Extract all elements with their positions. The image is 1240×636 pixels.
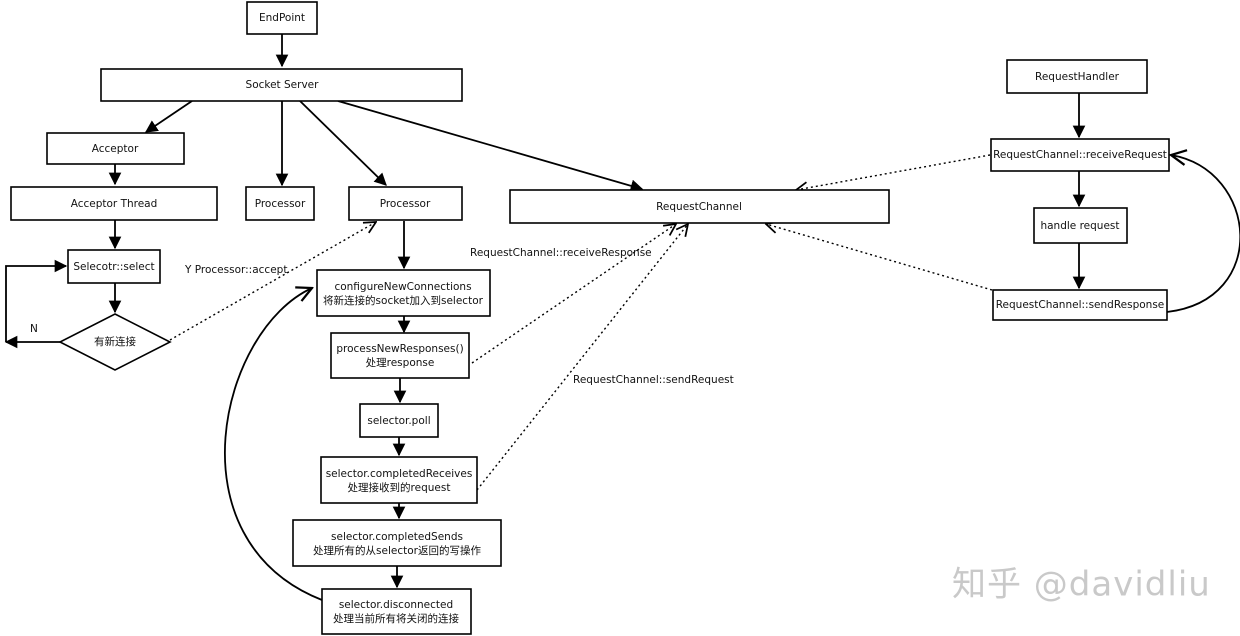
- solid-edges: [4, 34, 1240, 601]
- disconnected-line-1: selector.disconnected: [339, 599, 453, 611]
- handle-request-label: handle request: [1040, 220, 1119, 232]
- edge-responses-requestchannel: [471, 224, 676, 364]
- configure-line-2: 将新连接的socket加入到selector: [323, 294, 484, 307]
- node-request-channel: RequestChannel: [509, 189, 890, 224]
- node-endpoint: EndPoint: [246, 1, 318, 35]
- label-receive-response: RequestChannel::receiveResponse: [470, 247, 652, 259]
- watermark: 知乎 @davidliu: [952, 565, 1211, 605]
- socket-server-label: Socket Server: [246, 79, 320, 91]
- node-rc-receive-request: RequestChannel::receiveRequest: [990, 138, 1170, 172]
- edge-no-loop-back: [5, 259, 68, 342]
- node-decision-new-conn: 有新连接: [58, 313, 172, 371]
- edge-receives-requestchannel: [476, 224, 688, 491]
- node-processor-a: Processor: [245, 186, 315, 221]
- completed-sends-line-1: selector.completedSends: [331, 531, 463, 543]
- edge-disconnected-loop-back: [224, 288, 323, 601]
- edge-receive-to-requestchannel: [796, 154, 991, 190]
- completed-sends-line-2: 处理所有的从selector返回的写操作: [313, 544, 481, 557]
- dotted-edges: [169, 154, 993, 491]
- node-processor-b: Processor: [348, 186, 463, 221]
- node-rc-send-response: RequestChannel::sendResponse: [992, 289, 1168, 321]
- request-channel-label: RequestChannel: [656, 201, 742, 213]
- process-responses-line-2: 处理response: [366, 357, 435, 369]
- request-handler-label: RequestHandler: [1035, 71, 1120, 83]
- node-acceptor: Acceptor: [46, 132, 185, 165]
- node-selector-select: Selecotr::select: [67, 249, 161, 284]
- node-socket-server: Socket Server: [100, 68, 463, 102]
- acceptor-label: Acceptor: [92, 143, 139, 155]
- node-configure: configureNewConnections 将新连接的socket加入到se…: [316, 269, 491, 317]
- selector-poll-label: selector.poll: [367, 415, 430, 427]
- disconnected-line-2: 处理当前所有将关闭的连接: [333, 612, 459, 625]
- edge-socketserver-processor-b: [299, 100, 387, 186]
- node-completed-receives: selector.completedReceives 处理接收到的request: [320, 456, 478, 504]
- label-send-request: RequestChannel::sendRequest: [573, 374, 734, 386]
- node-process-responses: processNewResponses() 处理response: [330, 332, 470, 379]
- edge-socketserver-requestchannel: [337, 100, 644, 192]
- acceptor-thread-label: Acceptor Thread: [71, 198, 158, 210]
- rc-receive-request-label: RequestChannel::receiveRequest: [993, 149, 1167, 161]
- label-yes-accept: Y Processor::accept: [184, 264, 287, 276]
- label-no: N: [30, 323, 38, 335]
- decision-new-conn-label: 有新连接: [94, 335, 136, 348]
- edge-send-to-requestchannel: [766, 224, 993, 291]
- edge-socketserver-acceptor: [144, 100, 193, 133]
- process-responses-line-1: processNewResponses(): [336, 343, 463, 355]
- completed-receives-line-2: 处理接收到的request: [348, 481, 451, 494]
- node-handle-request: handle request: [1033, 207, 1128, 244]
- rc-send-response-label: RequestChannel::sendResponse: [996, 299, 1165, 311]
- completed-receives-line-1: selector.completedReceives: [326, 468, 473, 480]
- configure-line-1: configureNewConnections: [334, 281, 471, 293]
- node-completed-sends: selector.completedSends 处理所有的从selector返回…: [292, 519, 502, 567]
- node-selector-poll: selector.poll: [359, 403, 439, 438]
- node-disconnected: selector.disconnected 处理当前所有将关闭的连接: [321, 588, 472, 635]
- node-request-handler: RequestHandler: [1006, 59, 1148, 94]
- edge-send-loop-back: [1166, 155, 1240, 313]
- processor-a-label: Processor: [255, 198, 306, 210]
- selector-select-label: Selecotr::select: [73, 261, 154, 273]
- endpoint-label: EndPoint: [259, 12, 305, 24]
- node-acceptor-thread: Acceptor Thread: [10, 186, 218, 221]
- processor-b-label: Processor: [380, 198, 431, 210]
